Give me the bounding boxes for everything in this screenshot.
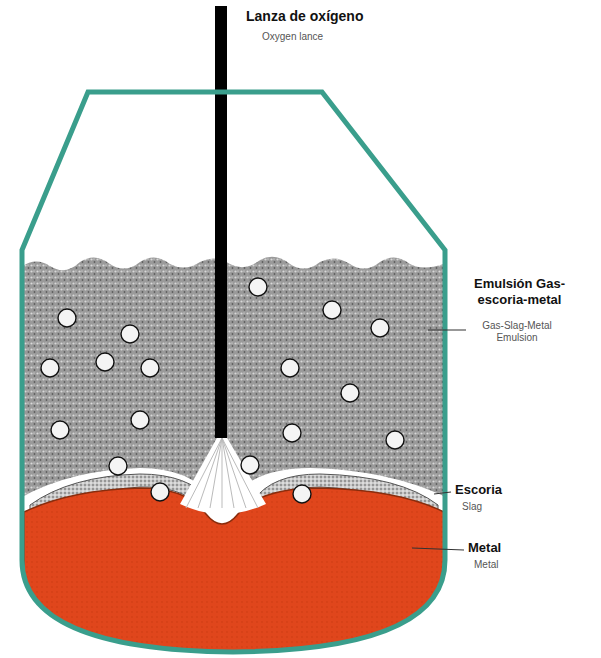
gas-bubble — [281, 359, 299, 377]
part-label: Emulsión Gas- escoria-metal — [452, 276, 587, 307]
gas-bubble — [371, 319, 389, 337]
gas-bubble — [283, 424, 301, 442]
gas-bubble — [141, 359, 159, 377]
jet-streak — [198, 438, 222, 508]
gas-bubble — [121, 325, 139, 343]
gas-bubble — [293, 485, 311, 503]
part-label: Escoria — [455, 482, 502, 498]
gas-bubble — [323, 301, 341, 319]
gas-bubble — [341, 384, 359, 402]
gas-bubble — [386, 431, 404, 449]
gas-bubble — [58, 309, 76, 327]
part-label: Lanza de oxígeno — [246, 8, 363, 25]
converter-shell — [22, 92, 445, 652]
part-label-english: Metal — [474, 559, 498, 571]
jet-streak — [186, 438, 222, 508]
gas-bubble — [96, 353, 114, 371]
gas-bubble — [51, 421, 69, 439]
gas-bubble — [131, 411, 149, 429]
gas-bubble — [151, 483, 169, 501]
oxygen-lance — [215, 6, 227, 438]
leader-line — [428, 329, 466, 330]
jet-streak — [222, 438, 234, 508]
oxygen-jet-lines — [186, 438, 258, 508]
part-label-english: Gas-Slag-Metal Emulsion — [462, 320, 572, 344]
jet-streak — [222, 438, 223, 508]
jet-streak — [222, 438, 246, 508]
jet-streak — [210, 438, 222, 508]
part-label-english: Oxygen lance — [262, 31, 323, 43]
part-label: Metal — [468, 540, 501, 556]
jet-streak — [222, 438, 258, 508]
oxygen-jet — [180, 436, 266, 514]
leader-line — [412, 548, 464, 550]
gas-bubble — [249, 278, 267, 296]
gas-bubble — [41, 359, 59, 377]
leader-line — [434, 492, 451, 494]
gas-bubble — [241, 456, 259, 474]
gas-bubble — [109, 457, 127, 475]
part-label-english: Slag — [462, 501, 482, 513]
